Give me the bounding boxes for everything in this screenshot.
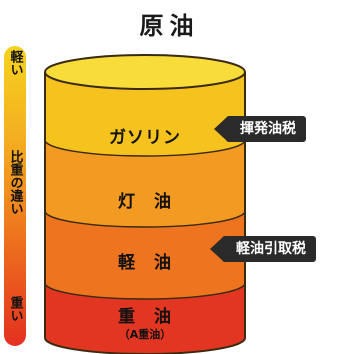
gravity-difference-label: 比重の違い: [7, 150, 23, 215]
layer-gasoline: [45, 72, 245, 156]
separator-line: [44, 282, 246, 300]
diesel-tax-tag: 軽油引取税: [210, 236, 316, 262]
kerosene-label: 灯 油: [118, 192, 172, 212]
heavy-label: 重い: [7, 296, 23, 322]
layer-diesel: [45, 211, 245, 299]
separator-line: [44, 139, 246, 157]
gasoline-tax-tag: 揮発油税: [214, 116, 306, 142]
barrel-top: [44, 54, 246, 90]
layer-kerosene: [45, 140, 245, 227]
layer-heavy-oil: [45, 283, 245, 354]
diagram-title: 原油: [139, 12, 200, 40]
heavy-oil-label: 重 油: [118, 307, 172, 327]
diesel-label: 軽 油: [118, 253, 172, 273]
barrel-outline: [44, 72, 246, 354]
separator-line: [44, 210, 246, 228]
gravity-gradient-bar: [4, 46, 26, 346]
gasoline-label: ガソリン: [109, 128, 181, 148]
light-label: 軽い: [7, 50, 23, 76]
heavy-oil-sublabel: （A重油）: [118, 328, 172, 341]
